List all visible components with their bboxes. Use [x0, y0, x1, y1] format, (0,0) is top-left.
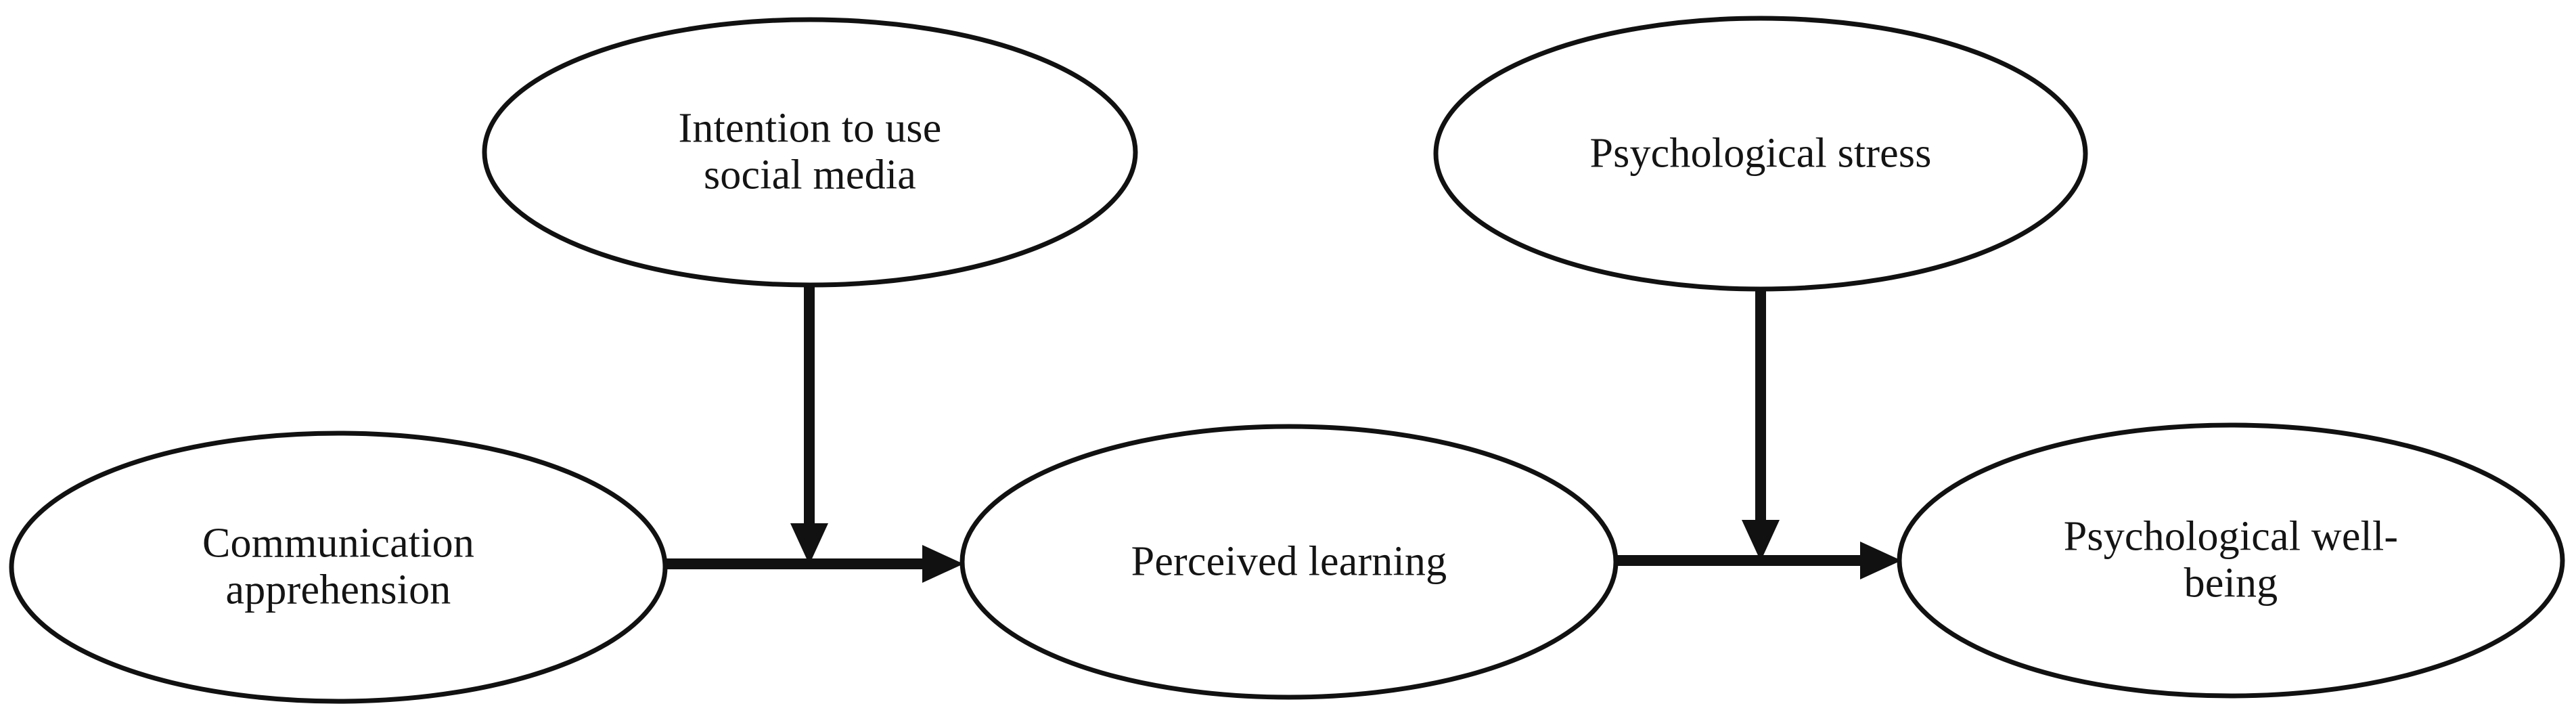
- arrowhead-ca-pl: [922, 545, 964, 583]
- arrowhead-ps-path: [1742, 520, 1780, 561]
- node-psychological-well-being[interactable]: [1897, 422, 2565, 699]
- edge-psychological-stress-moderator[interactable]: [1742, 288, 1780, 561]
- node-intention-to-use-social-media[interactable]: [482, 17, 1138, 288]
- edge-perceived-learning-to-psychological-well-being[interactable]: [1614, 542, 1901, 579]
- arrowhead-pl-pwb: [1860, 542, 1901, 579]
- arrowhead-ism-path: [790, 523, 828, 565]
- node-perceived-learning[interactable]: [959, 424, 1619, 700]
- node-communication-apprehension[interactable]: [9, 431, 668, 704]
- edge-intention-to-use-social-media-moderator[interactable]: [790, 283, 828, 565]
- node-psychological-stress[interactable]: [1433, 16, 2088, 292]
- edge-communication-apprehension-to-perceived-learning[interactable]: [662, 545, 964, 583]
